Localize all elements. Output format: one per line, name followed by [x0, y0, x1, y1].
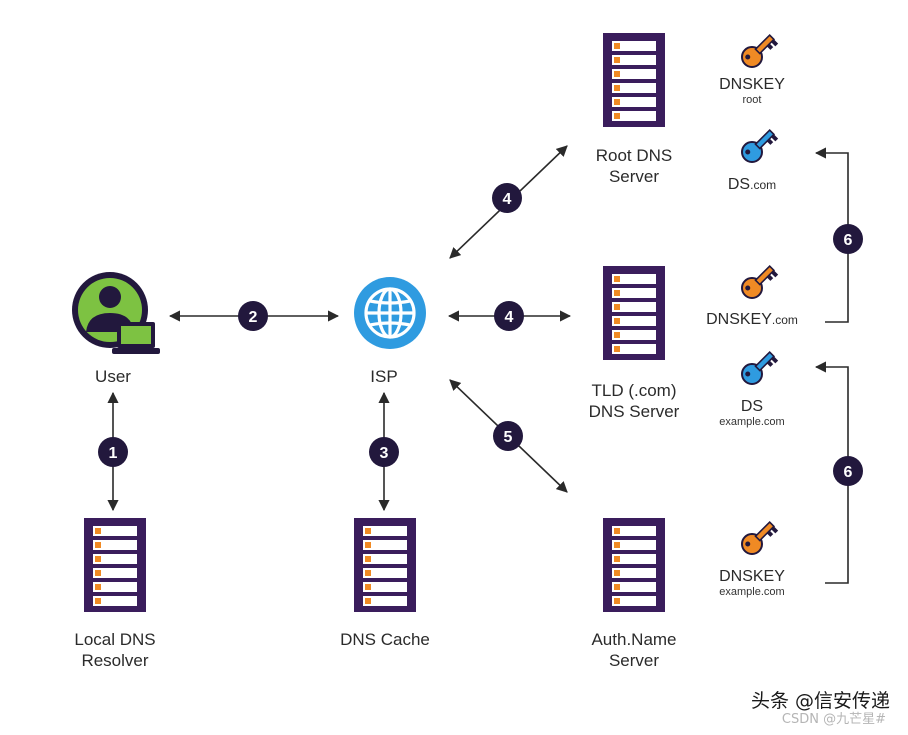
dnskey-root-label: DNSKEY root — [700, 76, 804, 107]
dnskey-example-label: DNSKEY example.com — [700, 568, 804, 599]
isp-label: ISP — [370, 367, 398, 386]
step-badge-5: 5 — [493, 421, 523, 451]
ds-com-main: DS — [727, 176, 751, 193]
server-icon-tld — [603, 266, 665, 360]
server-icon-auth — [603, 518, 665, 612]
key-icon-dnskey-com — [741, 264, 779, 299]
ds-com-sub: .com — [750, 178, 777, 192]
ds-com-label: DS.com — [700, 176, 804, 194]
step-badge-4-root: 4 — [492, 183, 522, 213]
local-resolver-label-line1: Local DNS — [74, 630, 156, 649]
step-badge-1-text: 1 — [109, 445, 118, 462]
step-badge-1: 1 — [98, 437, 128, 467]
server-icon-root — [603, 33, 665, 127]
step-badge-6-upper: 6 — [833, 224, 863, 254]
tld-server-label-line1: TLD (.com) — [591, 381, 677, 400]
watermark-toutiao: 头条 @信安传递 — [750, 690, 890, 712]
key-icon-ds-example — [741, 350, 779, 385]
auth-server-label: Auth.Name Server — [567, 629, 701, 671]
dnskey-com-label: DNSKEY.com — [690, 311, 814, 329]
user-icon — [72, 272, 160, 354]
step-badge-3-text: 3 — [380, 445, 389, 462]
ds-example-label: DS example.com — [700, 398, 804, 429]
step-badge-4-tld-text: 4 — [505, 309, 514, 326]
step-badge-5-text: 5 — [504, 429, 513, 446]
server-icon-dns-cache — [354, 518, 416, 612]
dnskey-com-sub: .com — [771, 313, 798, 327]
dnskey-example-main: DNSKEY — [719, 568, 785, 585]
step-badge-2-text: 2 — [249, 309, 258, 326]
connectors — [107, 145, 849, 584]
dnskey-example-sub: example.com — [719, 586, 785, 598]
root-server-label-line2: Server — [608, 167, 660, 186]
tld-server-label: TLD (.com) DNS Server — [564, 380, 704, 422]
step-badge-6-lower-text: 6 — [844, 464, 853, 481]
local-resolver-label-line2: Resolver — [81, 651, 149, 670]
ds-example-sub: example.com — [719, 416, 785, 428]
key-icon-dnskey-root — [741, 33, 779, 68]
key-icon-ds-com — [741, 128, 779, 163]
root-server-label-line1: Root DNS — [595, 146, 673, 165]
auth-server-label-line2: Server — [608, 651, 660, 670]
server-icon-local-resolver — [84, 518, 146, 612]
key-icon-dnskey-example — [741, 520, 779, 555]
step-badge-6-upper-text: 6 — [844, 232, 853, 249]
auth-server-label-line1: Auth.Name — [591, 630, 677, 649]
dnskey-com-main: DNSKEY — [706, 311, 772, 328]
step-badge-3: 3 — [369, 437, 399, 467]
local-resolver-label: Local DNS Resolver — [50, 629, 180, 671]
root-server-label: Root DNS Server — [567, 145, 701, 187]
step-badge-6-lower: 6 — [833, 456, 863, 486]
dnskey-root-sub: root — [742, 94, 762, 106]
dnskey-root-main: DNSKEY — [719, 76, 785, 93]
tld-server-label-line2: DNS Server — [588, 402, 680, 421]
step-badge-4-root-text: 4 — [503, 191, 512, 208]
user-label: User — [95, 367, 131, 386]
globe-icon — [354, 277, 426, 349]
laptop-icon — [112, 322, 160, 354]
step-badge-4-tld: 4 — [494, 301, 524, 331]
watermark-csdn: CSDN @九芒星# — [781, 712, 886, 727]
step-badge-2: 2 — [238, 301, 268, 331]
ds-example-main: DS — [740, 398, 764, 415]
dns-cache-label: DNS Cache — [340, 630, 430, 649]
